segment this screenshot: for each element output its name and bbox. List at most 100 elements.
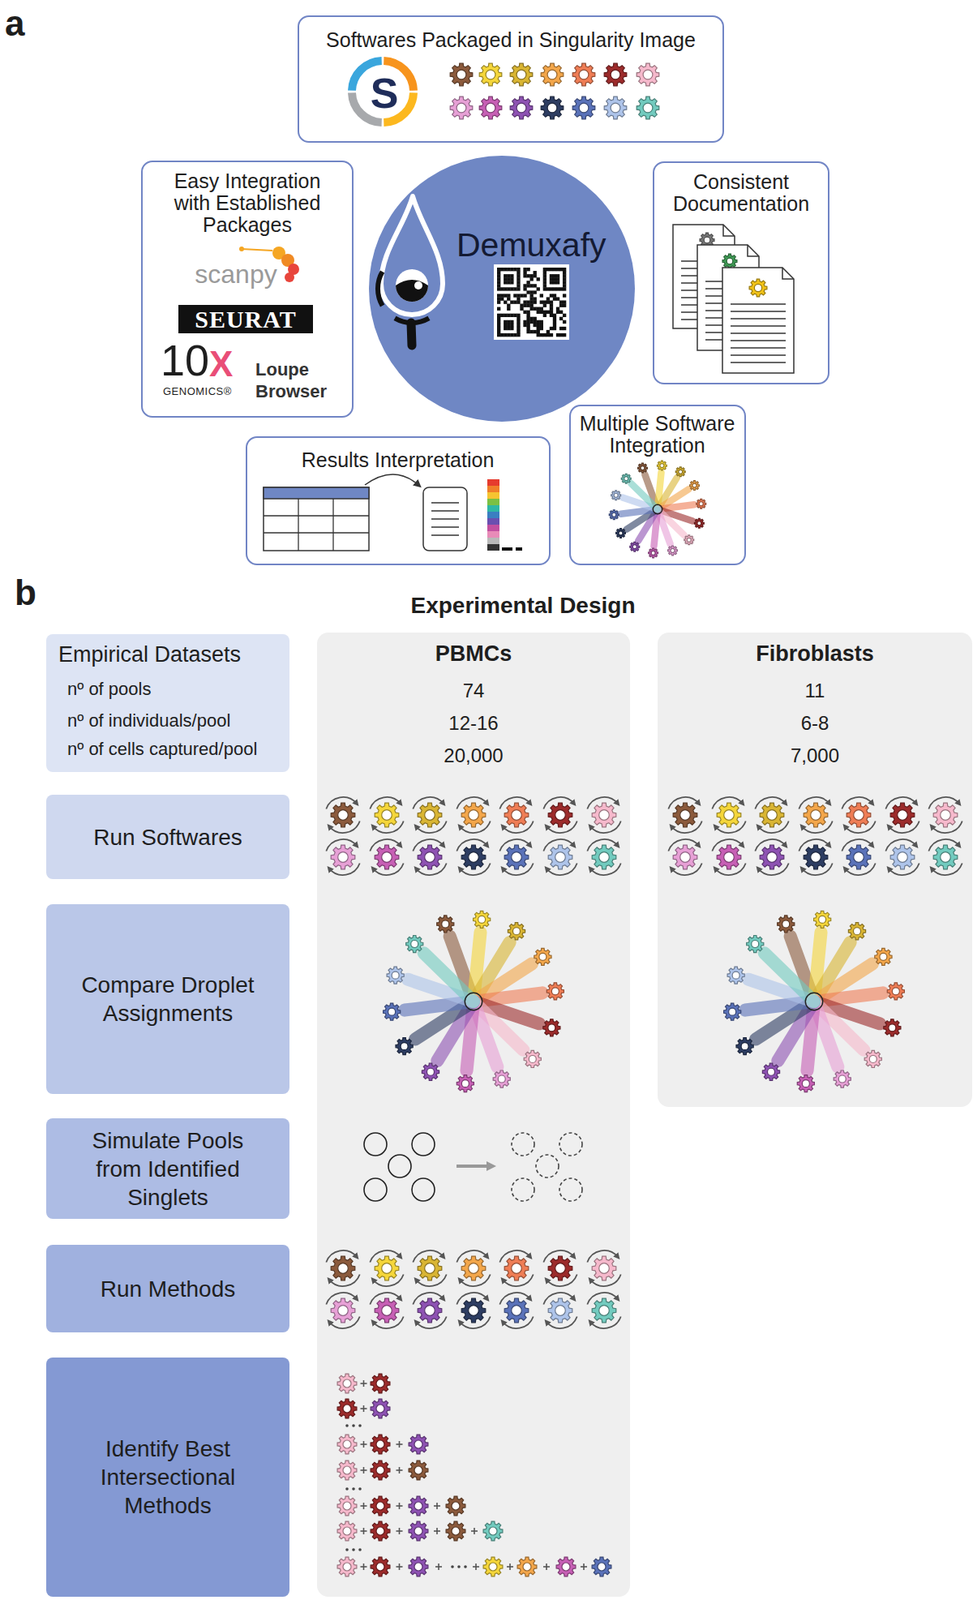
qr-code	[516, 267, 520, 271]
method-combination	[345, 1487, 349, 1491]
integration-wheel	[523, 1050, 541, 1068]
cell-circle	[364, 1178, 387, 1201]
integration-wheel	[888, 1024, 896, 1032]
software-gear	[547, 69, 558, 80]
method-combination	[582, 1563, 585, 1570]
feature-title: GENOMICS®	[162, 385, 261, 399]
qr-code	[536, 310, 541, 314]
integration-wheel	[395, 1037, 413, 1055]
document-icon	[723, 224, 735, 236]
integration-wheel	[461, 1080, 469, 1088]
software-gear	[578, 102, 589, 113]
software-gear	[456, 102, 467, 113]
software-gear	[543, 839, 575, 852]
software-gear	[540, 96, 564, 120]
qr-code	[540, 320, 544, 324]
dataset-value: 74	[317, 678, 631, 703]
integration-wheel	[632, 544, 637, 549]
method-combination	[545, 1563, 548, 1570]
method-combination	[472, 1565, 480, 1568]
software-gear	[599, 810, 610, 821]
integration-wheel	[838, 1075, 846, 1083]
integration-wheel	[657, 509, 685, 536]
method-combination	[543, 1565, 550, 1568]
document-icon	[705, 287, 751, 289]
integration-wheel	[748, 979, 815, 1002]
software-gear	[330, 1255, 356, 1281]
document-icon	[722, 253, 738, 269]
flow-arrow	[364, 474, 419, 485]
software-gear	[940, 852, 952, 863]
qr-code	[556, 280, 560, 284]
results-table	[263, 487, 369, 499]
software-gear	[591, 844, 617, 870]
software-gear	[767, 852, 778, 863]
software-gear	[671, 821, 703, 834]
qr-code	[522, 287, 527, 291]
software-gear	[801, 863, 833, 876]
step-box: Compare Droplet Assignments	[46, 904, 290, 1094]
integration-wheel	[621, 473, 631, 484]
software-gear	[468, 1263, 480, 1274]
scanpy-logo	[281, 253, 295, 267]
qr-code	[526, 310, 530, 314]
report-icon	[423, 487, 468, 551]
method-combination	[561, 1562, 571, 1571]
qr-code	[549, 287, 553, 291]
integration-wheel	[848, 922, 866, 940]
software-gear	[412, 797, 444, 810]
integration-wheel	[801, 1080, 810, 1088]
integration-wheel	[456, 1075, 474, 1093]
qr-code	[543, 280, 547, 284]
software-gear	[754, 797, 786, 810]
software-gear	[572, 63, 596, 86]
qr-code	[533, 330, 537, 334]
method-combination	[351, 1487, 356, 1491]
step-box: Simulate Pools from Identified Singlets	[46, 1118, 290, 1219]
qr-code	[559, 310, 563, 314]
integration-wheel	[424, 952, 474, 1002]
method-combination	[337, 1521, 357, 1541]
qr-code	[522, 304, 527, 308]
software-gear	[671, 863, 703, 876]
software-gear	[415, 863, 447, 876]
integration-wheel	[616, 528, 626, 539]
qr-code	[549, 280, 553, 284]
software-gear	[591, 1255, 617, 1281]
software-gear	[844, 863, 876, 876]
color-bar	[487, 524, 500, 532]
qr-code	[529, 274, 533, 278]
qr-code	[556, 274, 560, 278]
singularity-logo	[351, 60, 382, 91]
integration-wheel	[507, 922, 525, 940]
software-gear	[591, 802, 617, 828]
qr-code	[552, 267, 557, 271]
software-gear	[510, 63, 533, 86]
qr-code	[546, 300, 550, 304]
software-gear	[499, 1250, 531, 1263]
method-combination	[436, 1527, 438, 1535]
software-gear	[754, 839, 786, 852]
software-gear	[510, 96, 533, 120]
qr-code	[516, 320, 520, 324]
document-icon	[749, 278, 768, 297]
document-icon	[681, 318, 727, 320]
software-gear	[591, 1298, 617, 1323]
integration-wheel	[698, 501, 703, 506]
method-combination	[376, 1379, 385, 1388]
software-gear	[590, 1274, 622, 1287]
qr-code	[540, 293, 544, 297]
qr-code	[543, 267, 547, 271]
software-gear	[715, 821, 746, 834]
qr-code	[522, 267, 527, 271]
integration-wheel	[638, 462, 648, 473]
integration-wheel	[383, 1003, 401, 1021]
software-gear	[546, 863, 578, 876]
qr-code	[500, 296, 504, 301]
report-icon	[431, 526, 459, 528]
qr-code	[497, 333, 501, 337]
qr-code	[516, 330, 520, 334]
software-gear	[590, 1316, 622, 1329]
dataset-value: 11	[657, 678, 973, 703]
software-gear	[456, 69, 467, 80]
